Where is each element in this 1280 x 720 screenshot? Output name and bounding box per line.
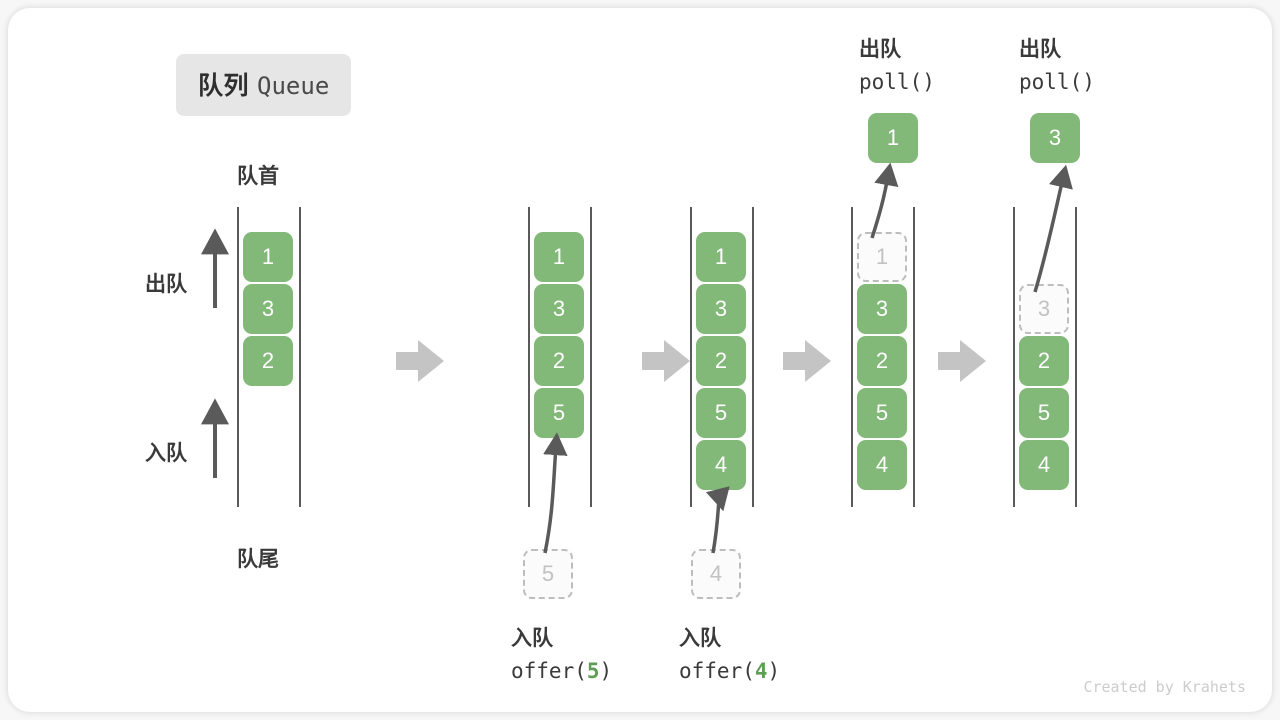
queue-cell: 4 (696, 440, 746, 490)
label-offer-5-code: offer(5) (511, 659, 612, 683)
queue-cell: 2 (1019, 336, 1069, 386)
queue-popped-cell-3: 3 (1030, 113, 1080, 163)
title-text-cn: 队列 (198, 72, 250, 100)
label-poll-1-cn: 出队 (859, 38, 901, 61)
queue-rail-right-4 (913, 207, 915, 507)
label-offer-5-cn: 入队 (511, 627, 553, 650)
label-offer-4-cn: 入队 (679, 627, 721, 650)
offer-5-code-value: 5 (586, 659, 600, 683)
queue-rail-right-5 (1075, 207, 1077, 507)
queue-rail-right-3 (752, 207, 754, 507)
queue-cell: 1 (696, 232, 746, 282)
label-poll-3-cn: 出队 (1019, 38, 1061, 61)
queue-cell: 3 (534, 284, 584, 334)
queue-cell: 5 (696, 388, 746, 438)
queue-cell: 1 (243, 232, 293, 282)
queue-cell: 5 (534, 388, 584, 438)
queue-cell: 2 (696, 336, 746, 386)
queue-ghost-cell-polled-3: 3 (1019, 284, 1069, 334)
arrow-poll-1 (870, 162, 899, 239)
title-text-en: Queue (257, 72, 330, 100)
queue-rail-left-4 (851, 207, 853, 507)
queue-cell: 2 (857, 336, 907, 386)
label-dequeue-direction: 出队 (145, 273, 187, 296)
arrow-step-2-to-3 (642, 340, 690, 382)
queue-rail-left-1 (237, 207, 239, 507)
queue-cell: 3 (696, 284, 746, 334)
offer-5-code-suffix: ) (599, 659, 613, 683)
offer-4-code-suffix: ) (767, 659, 781, 683)
arrow-offer-4 (705, 486, 730, 554)
queue-rail-left-2 (528, 207, 530, 507)
offer-4-code-value: 4 (754, 659, 768, 683)
label-queue-front: 队首 (237, 165, 279, 188)
arrow-poll-3 (1033, 164, 1073, 293)
arrow-offer-5 (543, 432, 568, 554)
queue-popped-cell-1: 1 (868, 113, 918, 163)
arrow-step-1-to-2 (396, 340, 444, 382)
queue-cell: 2 (243, 336, 293, 386)
queue-cell: 2 (534, 336, 584, 386)
queue-cell: 5 (857, 388, 907, 438)
queue-cell: 4 (1019, 440, 1069, 490)
queue-ghost-cell-offer-4: 4 (691, 549, 741, 599)
queue-rail-right-2 (590, 207, 592, 507)
label-queue-rear: 队尾 (237, 548, 279, 571)
queue-rail-left-3 (690, 207, 692, 507)
queue-rail-left-5 (1013, 207, 1015, 507)
arrow-step-4-to-5 (938, 340, 986, 382)
queue-cell: 3 (857, 284, 907, 334)
label-offer-4-code: offer(4) (679, 659, 780, 683)
watermark-credit: Created by Krahets (1083, 678, 1246, 696)
label-poll-3-code: poll() (1019, 70, 1095, 94)
arrow-step-3-to-4 (783, 340, 831, 382)
queue-ghost-cell-polled-1: 1 (857, 232, 907, 282)
queue-rail-right-1 (299, 207, 301, 507)
label-enqueue-direction: 入队 (145, 442, 187, 465)
offer-4-code-prefix: offer( (679, 659, 755, 683)
offer-5-code-prefix: offer( (511, 659, 587, 683)
queue-cell: 3 (243, 284, 293, 334)
queue-cell: 5 (1019, 388, 1069, 438)
label-poll-1-code: poll() (859, 70, 935, 94)
queue-ghost-cell-offer-5: 5 (523, 549, 573, 599)
queue-cell: 1 (534, 232, 584, 282)
queue-cell: 4 (857, 440, 907, 490)
